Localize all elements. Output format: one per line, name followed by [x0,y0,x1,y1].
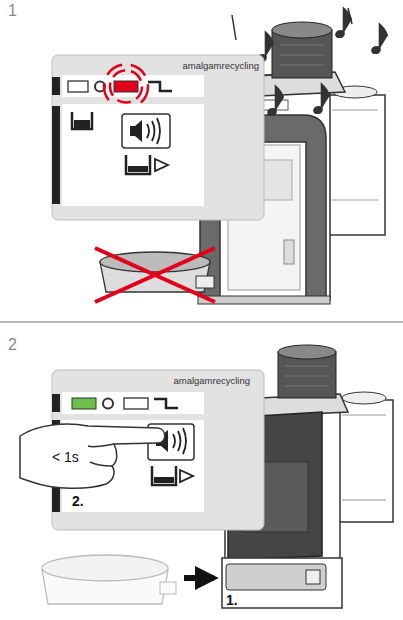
alarm-note [314,84,330,113]
node-text: amalgamrecycling [182,60,259,71]
action-number: 1. [226,592,238,608]
motor-grille [285,366,329,367]
panel-tab [52,106,60,204]
container-fill [74,120,90,128]
level-symbol [154,399,178,408]
motor-cap [272,22,332,38]
status-ring [103,399,113,409]
container-icon [152,466,176,485]
motor-grille [280,65,324,66]
step-divider [0,321,403,323]
housing-line [332,110,378,111]
tray-handle [306,570,320,584]
alarm-ring [110,71,142,103]
insert-arrow [184,575,214,581]
machine-base [198,296,330,304]
hose-port [342,392,386,404]
display-panel: < 1s amalgamrecycling [52,370,264,530]
alarm-note [372,24,388,53]
display-panel [52,55,264,220]
hand-shape [20,424,165,488]
finger-outline [18,418,168,490]
ready-led [72,398,96,409]
container-icon [126,155,150,174]
tray-handle [196,276,214,288]
text-wrap: amalgamrecycling [52,370,264,530]
panel-tab [52,394,60,412]
cross-mark [95,248,215,302]
play-icon [155,159,168,171]
sound-waves [173,428,186,454]
status-led [68,81,88,92]
panel-row [62,392,204,414]
pointing-finger: < 1s [18,418,168,490]
container-fill [154,477,174,483]
play-icon [180,470,193,482]
cross-mark [95,248,215,302]
motor-grille [280,45,324,46]
cavity-detail [284,240,294,264]
panel-row [62,75,204,97]
sound-line [348,8,352,24]
motor-grille [285,386,329,387]
housing-line [342,500,386,501]
housing-line [332,200,378,201]
panel-body [62,104,204,206]
side-housing [325,95,385,235]
motor-grille [285,376,329,377]
knuckle-line [88,444,114,466]
machine-base [222,558,342,608]
alarm-note [268,86,284,115]
panel-tab [52,77,60,95]
alarm-led [114,81,138,92]
motor-cap [278,345,336,359]
housing-line [342,415,386,416]
motor-grille [280,55,324,56]
step-number: 2 [8,336,17,354]
mute-button [122,114,170,148]
alarm-ring [104,65,148,109]
node-text: amalgamrecycling [173,375,250,386]
speaker-icon [135,120,142,142]
side-housing [335,400,393,522]
inserted-tray [226,564,326,590]
sound-line [232,15,236,40]
container-fill [128,166,148,172]
step-number: 1 [8,2,17,20]
display-panel: amalgamrecycling [52,55,264,220]
alarm-note [336,8,352,37]
status-led [124,398,148,409]
text-wrap: amalgamrecycling [52,55,264,220]
text-wrap: < 1s [18,418,168,490]
tray-lid [100,252,210,272]
node-text: < 1s [52,449,79,465]
tray-handle [160,582,176,594]
container-icon [72,112,92,129]
level-symbol [148,82,172,91]
tray-lid [42,555,168,581]
sound-waves [147,118,160,144]
speaker-icon [130,126,135,136]
action-number: 2. [72,493,84,509]
